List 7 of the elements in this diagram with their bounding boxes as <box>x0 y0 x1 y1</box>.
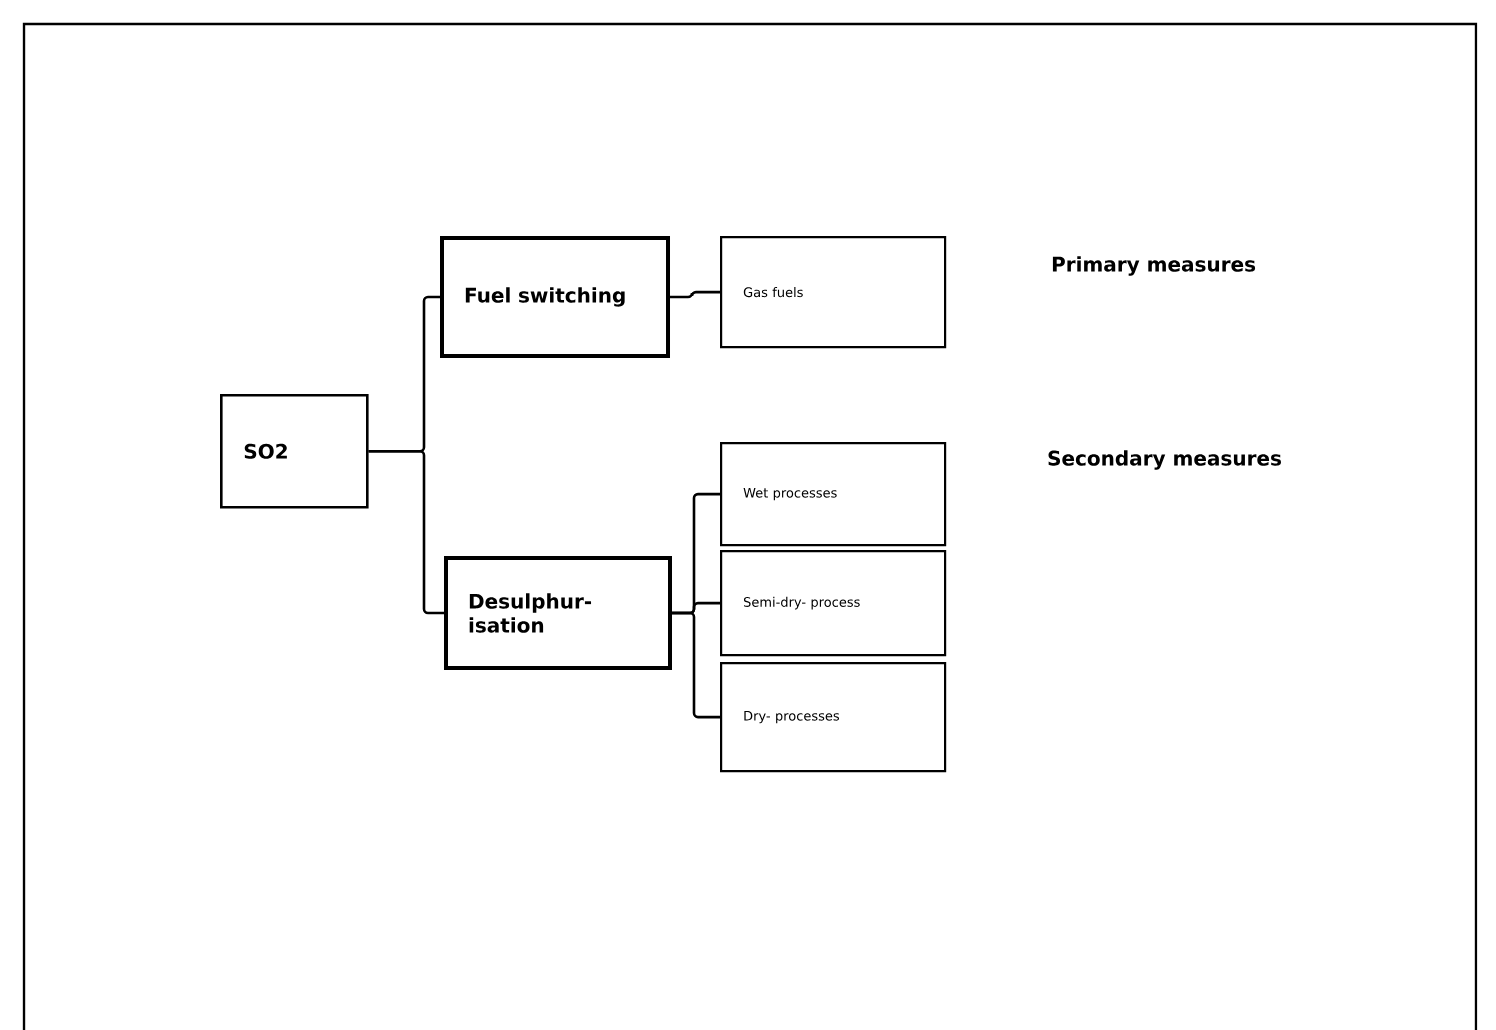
process-box: Desulphur- isation <box>444 556 672 670</box>
process-box: Fuel switching <box>440 236 670 358</box>
process-box: SO2 <box>220 394 369 509</box>
connector <box>670 290 720 299</box>
heading-text: Primary measures <box>1052 256 1256 276</box>
connector <box>368 450 444 615</box>
heading-text: Secondary measures <box>1048 450 1281 470</box>
